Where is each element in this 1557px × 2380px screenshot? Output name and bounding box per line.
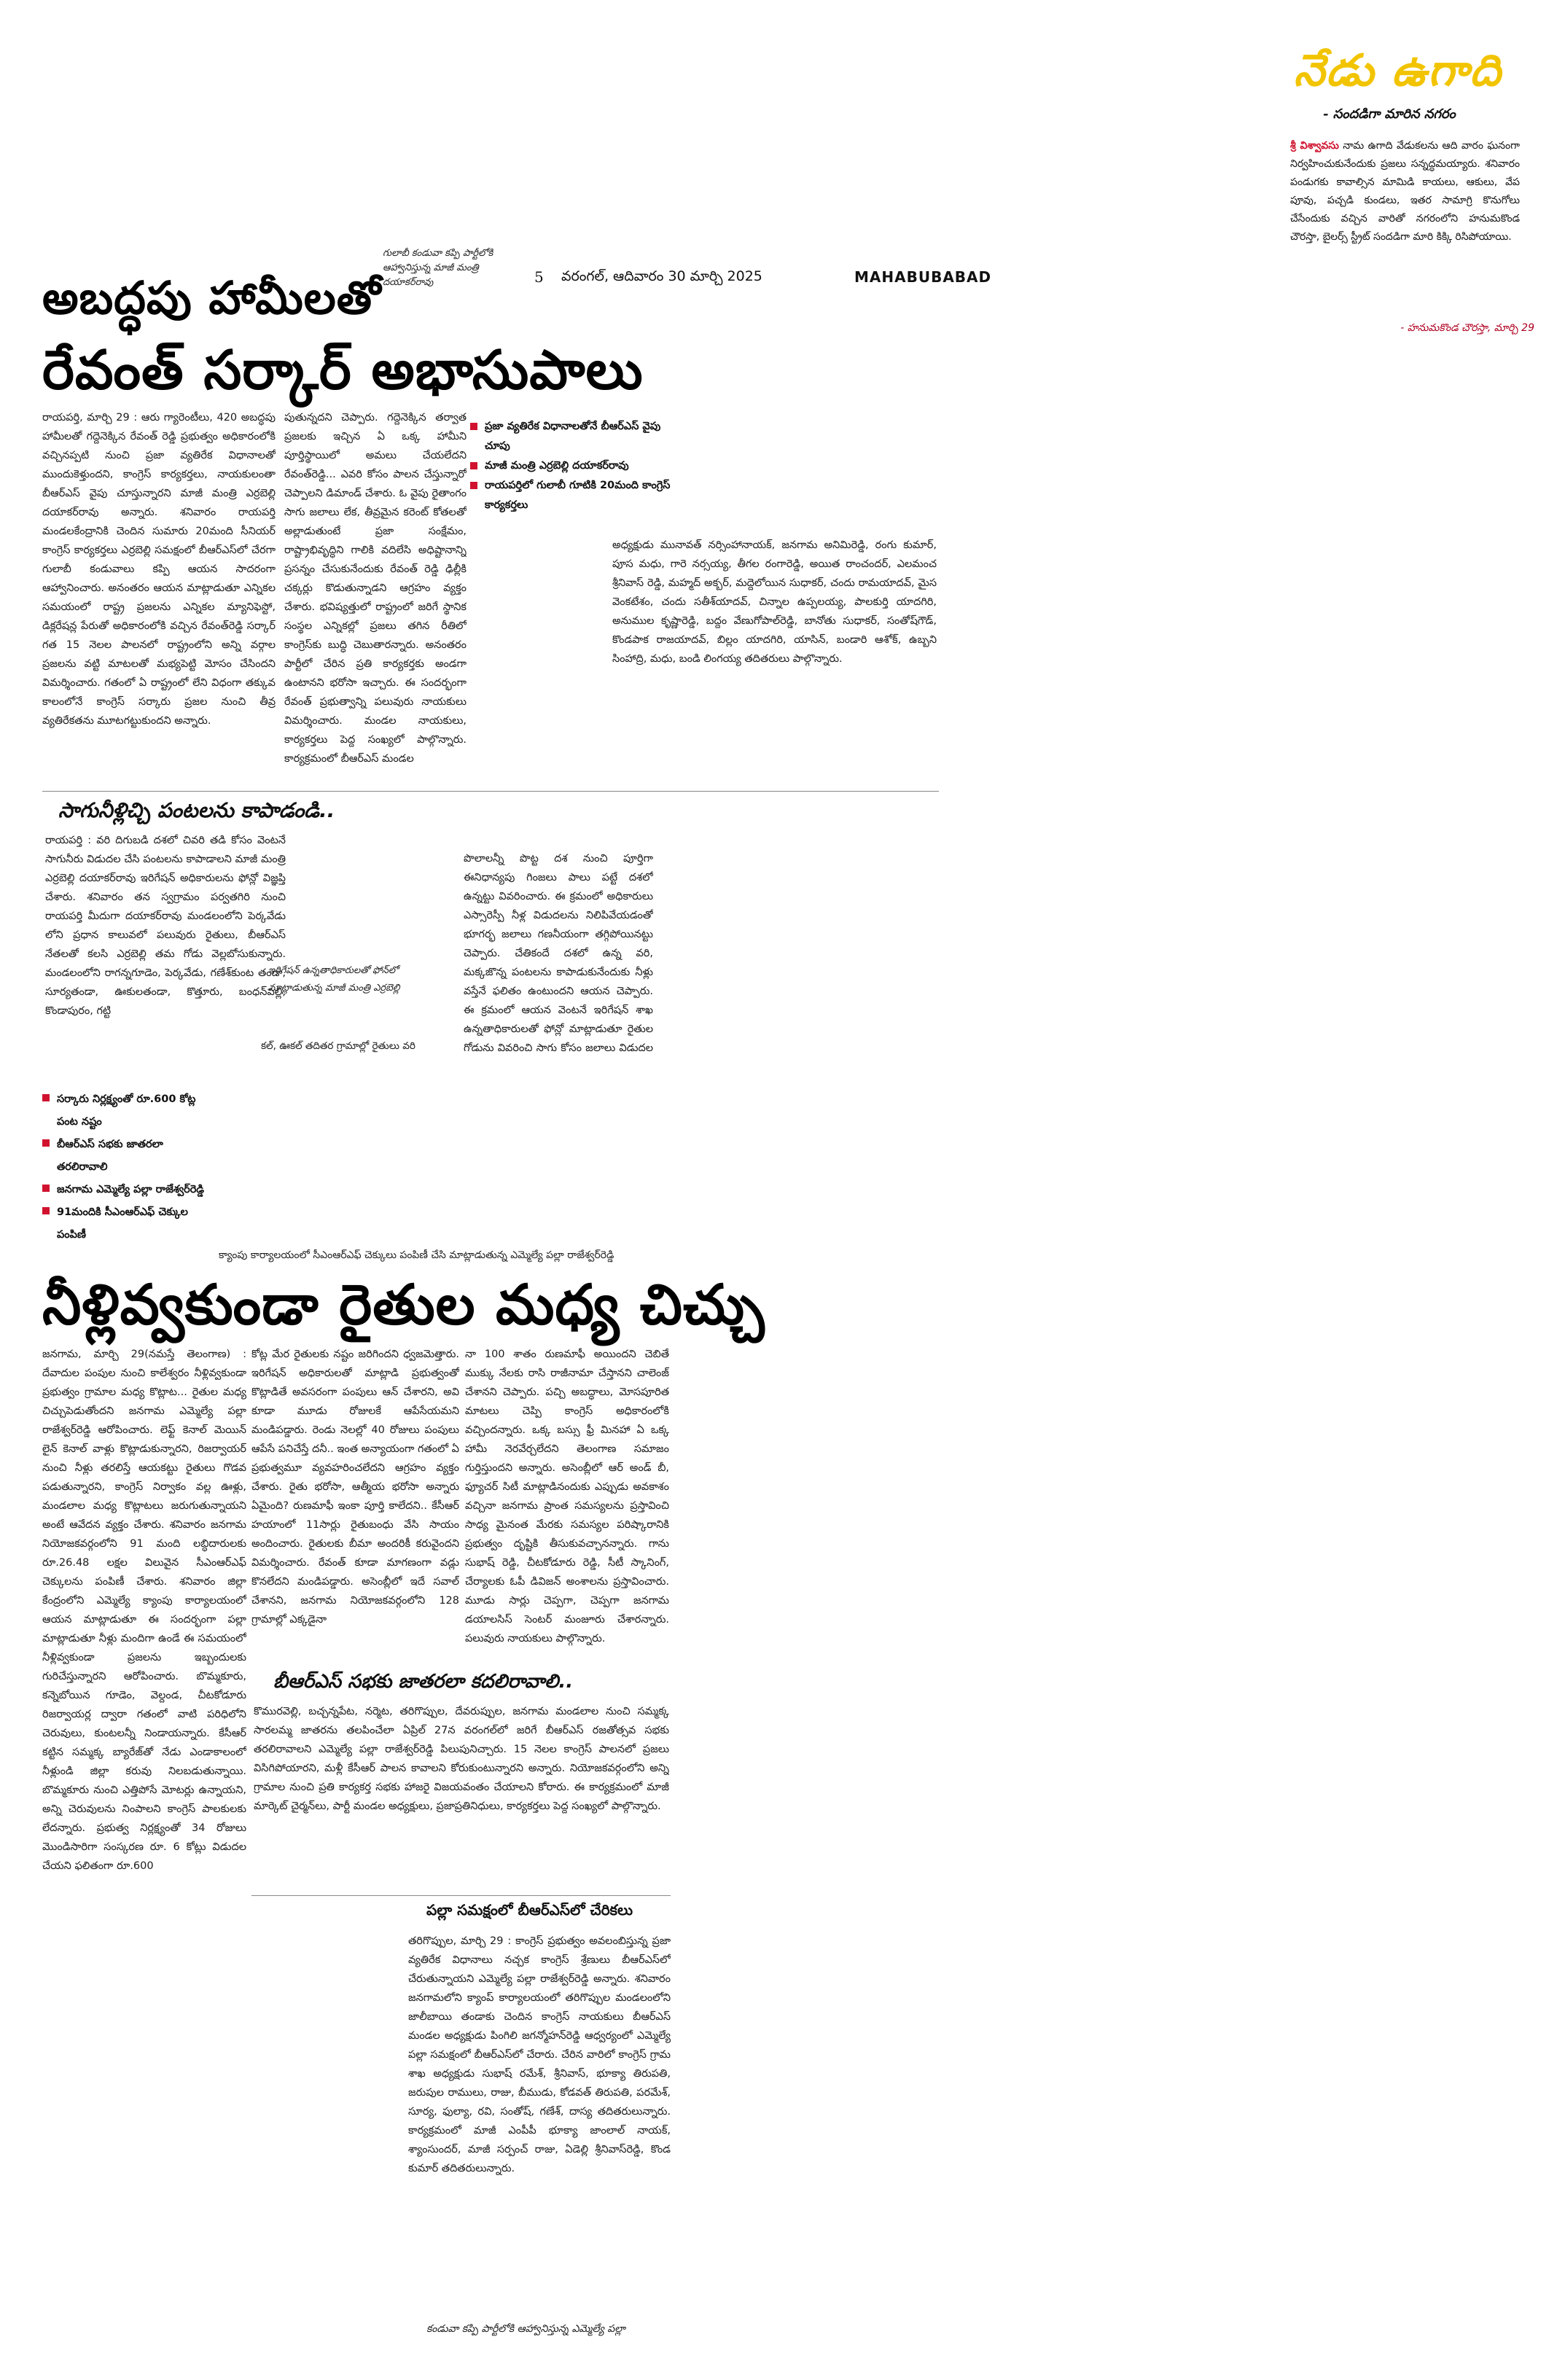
ugadi-title: నేడు ఉగాది (1294, 45, 1502, 96)
ugadi-body-highlight: శ్రీ విశ్వావసు (1290, 140, 1339, 152)
ugadi-subtitle: - సందడిగా మారిన నగరం (1323, 106, 1456, 122)
bullet-square-icon (470, 462, 477, 469)
bullet-square-icon (42, 1094, 50, 1101)
story3-bullet: 91మందికి సీఎంఆర్ఎఫ్ చెక్కుల పంపిణీ (42, 1201, 217, 1246)
story1-bullets: ప్రజా వ్యతిరేక విధానాలతోనే బీఆర్ఎస్ వైపు… (470, 417, 682, 515)
ugadi-photo (1102, 15, 1292, 335)
story4-photo (408, 2231, 671, 2311)
ugadi-credit: - హనుమకొండ చౌరస్తా, మార్చి 29 (1400, 322, 1534, 334)
story1-headline-line2: రేవంత్ సర్కార్ అభాసుపాలు (42, 339, 644, 402)
story2-photo (292, 831, 459, 959)
story2-col1: రాయపర్తి : వరి దిగుబడి దశలో చివరి తడి కో… (45, 835, 286, 1017)
story1-col3: అధ్యక్షుడు మునావత్ నర్సింహానాయక్, జనగామ … (612, 539, 937, 665)
story3-col3: నా 100 శాతం రుణమాఫీ అయిందని చెబితే ముక్క… (465, 1349, 669, 1644)
story2-headline: సాగునీళ్లిచ్చి పంటలను కాపాడండి.. (58, 798, 335, 822)
story1-bullet: ప్రజా వ్యతిరేక విధానాలతోనే బీఆర్ఎస్ వైపు… (470, 417, 682, 456)
edition-name: MAHABUBABAD (854, 268, 992, 286)
bullet-square-icon (42, 1139, 50, 1147)
story3-sub-body: కొమురవెల్లి, బచ్చన్నపేట, నర్మెట, తరిగొప్… (254, 1706, 669, 1812)
story3-photo (226, 1068, 795, 1246)
bullet-square-icon (470, 423, 477, 430)
story3-sub-headline: బీఆర్ఎస్ సభకు జాతరలా కదలిరావాలి.. (273, 1671, 574, 1693)
bullet-square-icon (42, 1185, 50, 1192)
story1-bullet: మాజీ మంత్రి ఎర్రబెల్లి దయాకర్‌రావు (470, 456, 682, 476)
story1-headline-line1: అబద్ధపు హామీలతో (42, 271, 382, 324)
ugadi-body: శ్రీ విశ్వావసు నామ ఉగాది వేడుకలను ఆది వా… (1290, 137, 1520, 246)
story2-caption: ఇరిగేషన్ ఉన్నతాధికారులతో ఫోన్‌లో మాట్లాడ… (268, 965, 400, 994)
divider (251, 1895, 671, 1896)
story4-headline: పల్లా సమక్షంలో బీఆర్ఎస్‌లో చేరికలు (426, 1901, 633, 1919)
divider (42, 791, 939, 792)
story4-body: తరిగొప్పుల, మార్చి 29 : కాంగ్రెస్ ప్రభుత… (408, 1935, 671, 2174)
story3-bullet: సర్కారు నిర్లక్ష్యంతో రూ.600 కోట్ల పంట న… (42, 1088, 217, 1134)
story1-kicker: గులాబీ కండువా కప్పి పార్టీలోకి ఆహ్వానిస్… (383, 248, 493, 288)
date-line: వరంగల్, ఆదివారం 30 మార్చి 2025 (561, 268, 762, 284)
story3-bullets: సర్కారు నిర్లక్ష్యంతో రూ.600 కోట్ల పంట న… (42, 1088, 217, 1246)
bullet-square-icon (470, 482, 477, 489)
story2-col3: పొలాలన్నీ పొట్ట దశ నుంచి పూర్తిగా ఈనిధాన… (464, 853, 653, 1054)
page-number: 5 (534, 268, 544, 286)
story3-photo-caption: క్యాంపు కార్యాలయంలో సీఎంఆర్ఎఫ్ చెక్కులు … (219, 1249, 614, 1261)
story2-col2-lead: కల్, ఊకల్ తదితర గ్రామాల్లో రైతులు వరి (261, 1040, 415, 1052)
bullet-square-icon (42, 1207, 50, 1214)
story3-col2: కోట్ల మేర రైతులకు నష్టం జరిగిందని ధ్వజమె… (251, 1349, 459, 1626)
story3-headline: నీళ్లివ్వకుండా రైతుల మధ్య చిచ్చు (42, 1272, 765, 1337)
story3-bullet: జనగామ ఎమ్మెల్యే పల్లా రాజేశ్వర్‌రెడ్డి (42, 1179, 217, 1201)
story1-bullet: రాయపర్తిలో గులాబీ గూటికి 20మంది కాంగ్రెస… (470, 476, 682, 515)
story3-col1: జనగామ, మార్చి 29(నమస్తే తెలంగాణ) : దేవాద… (42, 1349, 246, 1872)
ugadi-body-text: నామ ఉగాది వేడుకలను ఆది వారం ఘనంగా నిర్వహ… (1290, 140, 1520, 243)
story1-col2: పుతున్నదని చెప్పారు. గద్దెనెక్కిన తర్వాత… (284, 412, 467, 765)
story4-photo-caption: కండువా కప్పి పార్టీలోకి ఆహ్వానిస్తున్న ఎ… (426, 2323, 625, 2335)
story1-col1: రాయపర్తి, మార్చి 29 : ఆరు గ్యారెంటీలు, 4… (42, 412, 276, 727)
story3-bullet: బీఆర్ఎస్ సభకు జాతరలా తరలిరావాలి (42, 1134, 217, 1179)
